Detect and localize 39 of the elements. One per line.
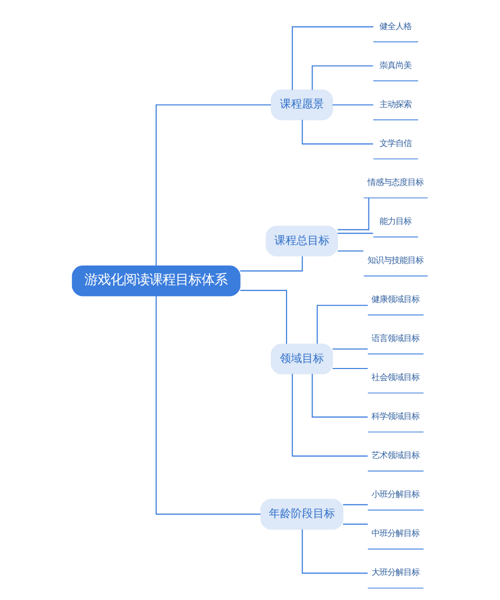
connector [332,368,368,370]
connector [302,120,374,144]
node-text: 语言领域目标 [372,333,420,344]
node-box: 年龄阶段目标 [260,498,344,530]
node-text: 知识与技能目标 [368,255,424,266]
connector [240,256,303,272]
node-box: 游戏化阅读课程目标体系 [72,266,240,296]
connector [332,348,368,350]
connector [302,529,368,574]
node-text: 中班分解目标 [372,528,420,538]
connector [338,250,364,252]
node-text: 小班分解目标 [372,489,420,500]
connector [156,296,261,515]
connector [338,232,374,234]
connector [292,26,374,90]
node-text: 健康领域目标 [372,294,420,304]
connector [343,524,368,525]
connector [316,304,368,344]
connector [156,104,271,266]
node-text: 科学领域目标 [372,411,420,422]
node-text: 能力目标 [380,216,412,226]
node-text: 大班分解目标 [372,567,420,578]
connector [312,374,368,418]
connector [240,290,288,344]
node-text: 社会领域目标 [372,372,420,382]
node-text: 文学自信 [380,138,412,148]
node-text: 健全人格 [380,20,412,31]
connector [312,65,374,90]
node-text: 艺术领域目标 [372,450,420,460]
connector [343,504,368,506]
node-box: 领域目标 [270,344,334,374]
node-text: 情感与态度目标 [368,177,424,188]
node-text: 主动探索 [380,98,412,109]
node-text: 崇真尚美 [380,60,412,70]
connector [338,198,370,230]
node-box: 课程总目标 [266,226,338,256]
connector [332,104,374,106]
connector [292,374,368,457]
node-box: 课程愿景 [270,90,334,120]
